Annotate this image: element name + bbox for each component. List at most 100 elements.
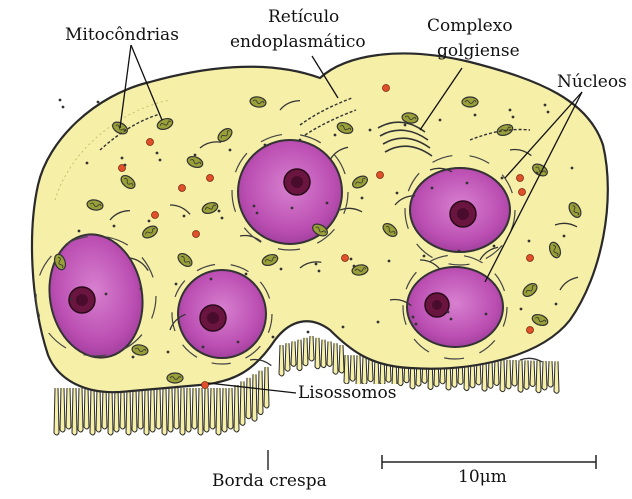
villus — [494, 360, 499, 386]
vesicle — [350, 258, 353, 261]
vesicle — [415, 323, 418, 326]
villus — [156, 388, 161, 429]
vesicle — [547, 111, 550, 114]
vesicle — [536, 172, 539, 175]
vesicle — [175, 283, 178, 286]
villus — [180, 388, 185, 435]
lysosome — [179, 185, 186, 192]
villus — [240, 381, 245, 425]
vesicle — [342, 326, 345, 329]
villus — [536, 361, 541, 393]
label-golgi-line2: golgiense — [437, 42, 520, 61]
vesicle — [159, 159, 162, 162]
villus — [198, 388, 203, 435]
villus — [339, 345, 344, 373]
villus — [303, 338, 308, 366]
villus — [548, 361, 553, 387]
vesicle — [485, 313, 488, 316]
lysosome — [202, 382, 209, 389]
vesicle — [512, 116, 515, 119]
villus — [78, 388, 83, 432]
vesicle — [245, 273, 248, 276]
vesicle — [124, 164, 127, 167]
villus — [234, 385, 239, 432]
vesicle — [412, 316, 415, 319]
vesicle — [202, 346, 205, 349]
vesicle — [501, 177, 504, 180]
villus — [542, 361, 547, 390]
vesicle — [264, 144, 267, 147]
villus — [258, 371, 263, 415]
villus — [90, 388, 95, 435]
vesicle — [466, 182, 469, 185]
vesicle — [97, 101, 100, 104]
lysosome — [193, 231, 200, 238]
vesicle — [132, 356, 135, 359]
lysosome — [519, 189, 526, 196]
vesicle — [253, 205, 256, 208]
vesicle — [156, 152, 159, 155]
villus — [114, 388, 119, 432]
vesicle — [291, 207, 294, 210]
villus — [333, 343, 338, 374]
vesicle — [78, 230, 81, 233]
villus — [192, 388, 197, 429]
lysosome — [342, 255, 349, 262]
vesicle — [210, 278, 213, 281]
villus — [228, 388, 233, 429]
villus — [84, 388, 89, 429]
vesicle — [307, 331, 310, 334]
vesicle — [105, 293, 108, 296]
villus — [150, 388, 155, 432]
vesicle — [520, 308, 523, 311]
villus — [138, 388, 143, 429]
villus — [554, 361, 559, 393]
vesicle — [404, 124, 407, 127]
lysosome — [527, 327, 534, 334]
vesicle — [140, 288, 143, 291]
villus — [291, 341, 296, 366]
villus — [132, 388, 137, 432]
vesicle — [563, 235, 566, 238]
vesicle — [59, 99, 62, 102]
villus — [285, 343, 290, 371]
lysosome — [377, 172, 384, 179]
villus — [60, 388, 65, 432]
villus — [222, 388, 227, 432]
vesicle — [423, 255, 426, 258]
vesicle — [474, 114, 477, 117]
villus — [162, 388, 167, 435]
villus — [144, 388, 149, 435]
villus — [506, 360, 511, 389]
mitochondrion — [167, 373, 183, 383]
lysosome — [527, 255, 534, 262]
vesicle — [113, 225, 116, 228]
label-golgi-line1: Complexo — [427, 17, 513, 36]
vesicle — [450, 318, 453, 321]
vesicle — [447, 311, 450, 314]
villus — [252, 374, 257, 421]
villus — [186, 388, 191, 432]
villus — [500, 360, 505, 392]
vesicle — [377, 321, 380, 324]
vesicle — [326, 202, 329, 205]
lysosome — [152, 212, 159, 219]
villus — [350, 355, 355, 381]
label-nuclei: Núcleos — [557, 73, 627, 92]
vesicle — [431, 187, 434, 190]
vesicle — [458, 250, 461, 253]
vesicle — [318, 270, 321, 273]
villus — [72, 388, 77, 435]
vesicle — [272, 336, 275, 339]
vesicle — [315, 263, 318, 266]
villus — [297, 340, 302, 371]
lysosome — [207, 175, 214, 182]
vesicle — [528, 240, 531, 243]
villus — [264, 367, 269, 408]
vesicle — [369, 129, 372, 132]
vesicle — [396, 192, 399, 195]
nucleus — [178, 270, 266, 358]
villus — [327, 341, 332, 366]
villus — [246, 378, 251, 419]
